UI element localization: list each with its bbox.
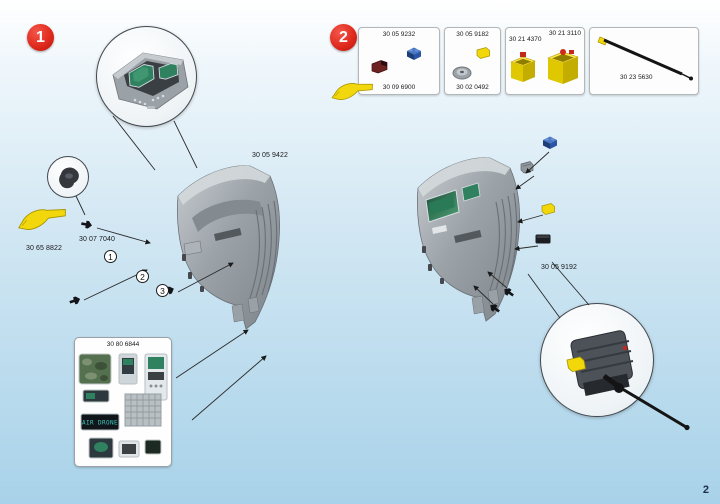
connector-pin-part: [485, 296, 506, 318]
parts-box-4: 30 23 5630: [589, 27, 699, 95]
pin-part-number: 30 07 7040: [79, 236, 116, 243]
parts-box-3: 30 21 4370 30 21 3110: [505, 27, 585, 95]
box3-right-label: 30 21 3110: [548, 30, 581, 37]
shell-part-number: 30 05 9422: [252, 152, 289, 159]
sticker-sheet-art: AIR DRONE: [78, 353, 168, 459]
air-drone-sticker-text: AIR DRONE: [82, 420, 118, 427]
sticker-sheet-number: 30 80 6844: [106, 341, 140, 348]
box1-bottom-label: 30 09 6900: [382, 84, 416, 91]
sticker-sheet: 30 80 6844 AIR DRONE: [74, 337, 172, 467]
box2-bottom-label: 30 02 0492: [456, 84, 489, 91]
substep-2-marker: 2: [136, 270, 149, 283]
cockpit-shell-assembled-part: [417, 157, 520, 322]
page-number: 2: [702, 484, 709, 496]
yellow-box-parts: [510, 49, 579, 84]
assembly-tool-part: [13, 198, 74, 244]
box3-left-label: 30 21 4370: [509, 36, 542, 43]
gray-disc-part: [452, 66, 472, 85]
assembly-tool-part: [327, 75, 378, 112]
knob-part-art: [59, 167, 79, 189]
tool-part-number: 30 65 8822: [26, 245, 63, 252]
gray-bracket-part: [519, 160, 535, 179]
connector-pin-part: [499, 280, 520, 302]
substep-1-marker: 1: [104, 250, 117, 263]
substep-3-marker: 3: [156, 284, 169, 297]
cockpit-shell-part: [177, 165, 280, 330]
dark-red-bracket-part: [369, 58, 389, 79]
knob-zoom-callout: [47, 156, 89, 198]
cockpit-zoom-callout: [96, 26, 197, 127]
antenna-zoom-callout: [540, 303, 654, 417]
box2-top-label: 30 05 9182: [456, 31, 489, 38]
side-part-number: 30 05 9192: [541, 264, 578, 271]
black-module-part: [534, 232, 552, 250]
yellow-clip-part: [475, 46, 491, 64]
connector-pin-part: [79, 216, 95, 236]
connector-pin-part: [67, 291, 85, 312]
parts-box-1: 30 05 9232 30 09 6900: [358, 27, 440, 95]
yellow-clip-part: [540, 202, 556, 220]
step-1-badge: 1: [27, 24, 54, 51]
blue-brick-part: [541, 135, 559, 155]
antenna-part: [597, 36, 693, 81]
step-2-badge: 2: [330, 24, 357, 51]
cockpit-dashboard-art: [112, 52, 189, 110]
blue-brick-part: [405, 46, 423, 66]
box4-label: 30 23 5630: [620, 74, 653, 81]
box1-top-label: 30 05 9232: [382, 31, 416, 38]
receiver-module-art: [566, 330, 634, 396]
parts-box-2: 30 05 9182 30 02 0492: [444, 27, 501, 95]
